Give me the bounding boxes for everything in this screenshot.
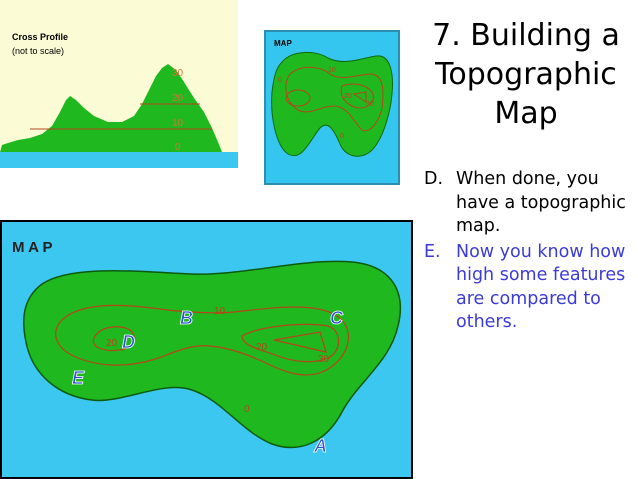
small-map-heading: MAP xyxy=(274,39,292,48)
small-map-contour-hill xyxy=(285,89,311,107)
bullet-text-d: When done, you have a topographic map. xyxy=(456,169,626,236)
big-map-heading: M A P xyxy=(12,239,53,256)
slide-title: 7. Building a Topographic Map xyxy=(432,18,620,131)
big-map-label-20-left: 20 xyxy=(106,338,118,349)
point-label-a: A xyxy=(313,436,327,456)
small-map-label-0: 0 xyxy=(278,77,282,84)
point-label-d: D xyxy=(122,332,135,352)
small-map-label-30: 30 xyxy=(366,101,374,108)
point-label-b: B xyxy=(180,308,193,328)
bullet-text-e: Now you know how high some features are … xyxy=(456,241,626,333)
small-map-contour-20 xyxy=(340,83,374,109)
big-map-label-0: 0 xyxy=(244,404,250,415)
small-map-svg: MAP 0 10 20 30 0 xyxy=(271,39,393,157)
water-strip xyxy=(0,152,238,168)
big-map-panel: M A P B C D E A 10 20 20 30 0 xyxy=(0,220,413,479)
big-map-svg: M A P B C D E A 10 20 20 30 0 xyxy=(12,239,402,456)
level-label-10: 10 xyxy=(172,118,184,129)
bullet-list: D. When done, you have a topographic map… xyxy=(424,168,636,337)
big-map-contour-10 xyxy=(55,304,349,376)
terrain-profile xyxy=(0,64,222,152)
cross-profile-svg: Cross Profile (not to scale) 30 20 10 0 xyxy=(0,32,238,168)
small-map-label-10: 10 xyxy=(328,67,336,74)
small-map-panel: MAP 0 10 20 30 0 xyxy=(264,30,400,185)
small-map-label-0b: 0 xyxy=(340,133,344,140)
bullet-marker-d: D. xyxy=(424,169,444,189)
cross-profile-panel: Cross Profile (not to scale) 30 20 10 0 xyxy=(0,0,238,168)
small-map-contour-30 xyxy=(352,91,367,103)
big-map-contour-30 xyxy=(273,331,327,353)
level-label-0: 0 xyxy=(175,142,181,153)
small-map-contour-10 xyxy=(285,66,384,132)
profile-note: (not to scale) xyxy=(12,46,64,56)
big-map-label-30: 30 xyxy=(318,354,330,365)
big-map-label-10: 10 xyxy=(214,306,226,317)
big-map-label-20-right: 20 xyxy=(256,342,268,353)
bullet-item-d: D. When done, you have a topographic map… xyxy=(424,168,636,239)
big-map-contour-20-right xyxy=(241,323,340,363)
bullet-item-e: E. Now you know how high some features a… xyxy=(424,241,636,335)
profile-heading: Cross Profile xyxy=(12,32,68,42)
point-label-c: C xyxy=(330,308,344,328)
small-map-label-20: 20 xyxy=(344,93,352,100)
point-label-e: E xyxy=(72,368,85,388)
bullet-marker-e: E. xyxy=(424,241,441,262)
level-label-30: 30 xyxy=(172,68,184,79)
level-label-20: 20 xyxy=(172,93,184,104)
big-map-contour-20-left xyxy=(92,326,135,352)
